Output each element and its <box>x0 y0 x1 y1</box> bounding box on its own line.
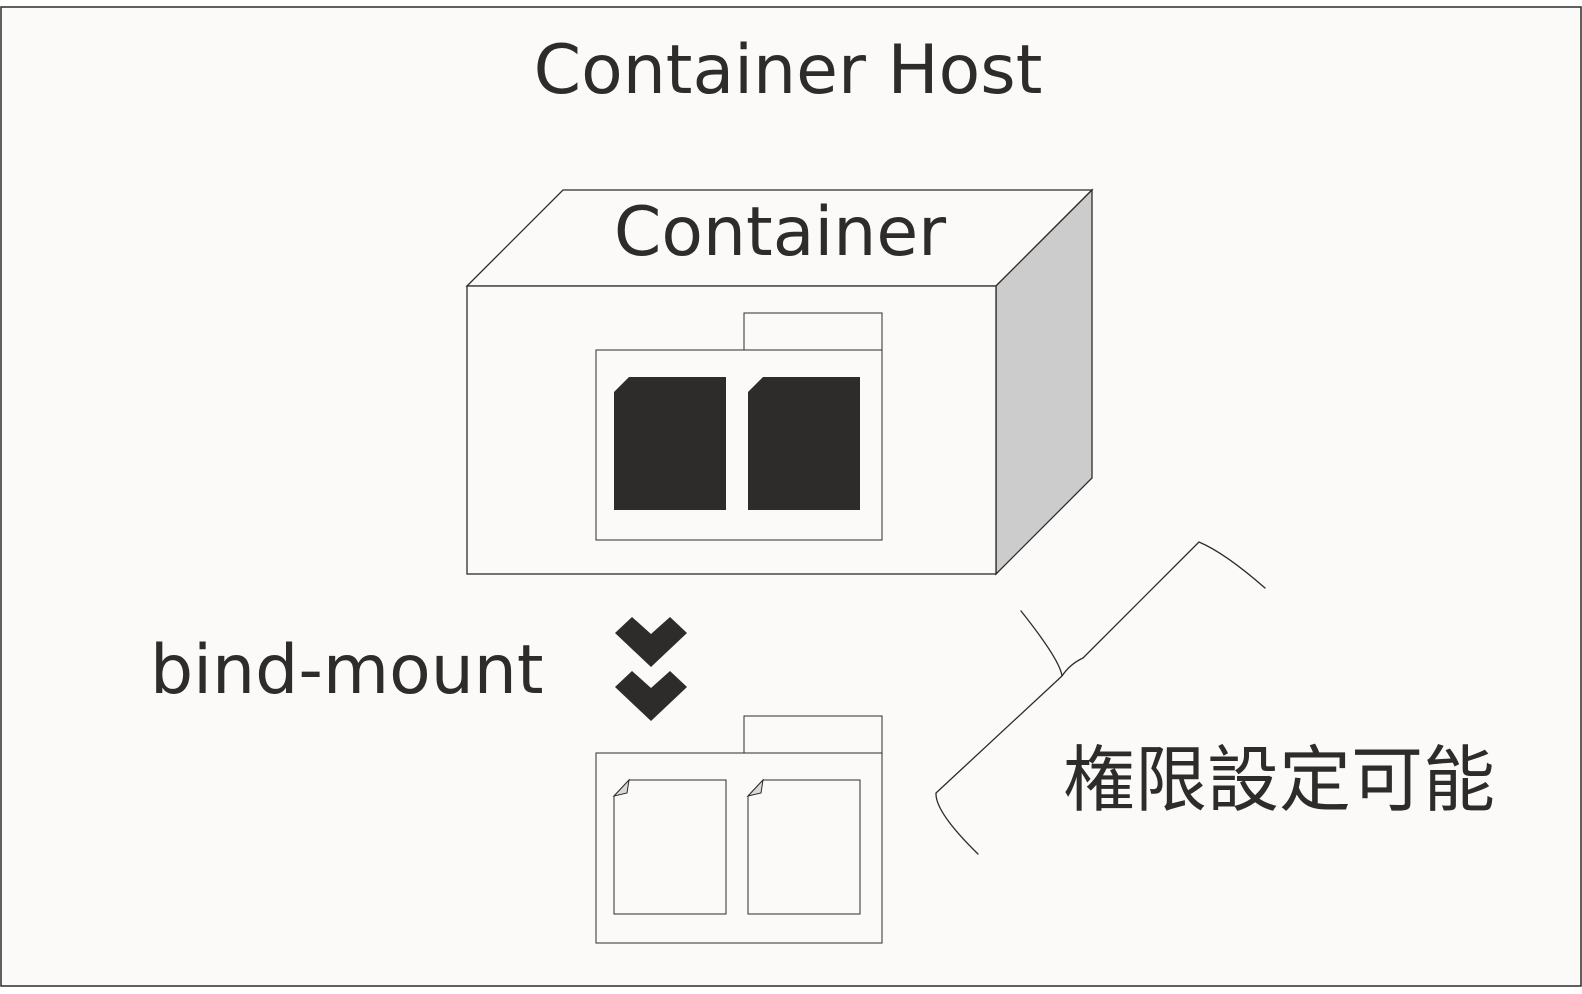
curly-brace <box>935 541 1266 855</box>
container-host-title: Container Host <box>534 31 1043 110</box>
folder-icon <box>743 312 883 351</box>
double-chevron-down-icon <box>615 617 687 721</box>
file-icon <box>612 778 727 915</box>
file-icon <box>614 377 726 510</box>
file-icon <box>746 778 861 915</box>
permission-label: 権限設定可能 <box>1063 738 1495 822</box>
folder-icon <box>743 715 883 754</box>
host-folder <box>595 715 883 944</box>
bind-mount-label: bind-mount <box>150 631 544 710</box>
container-folder <box>595 312 883 541</box>
file-icon <box>748 377 860 510</box>
container-label: Container <box>614 193 946 272</box>
